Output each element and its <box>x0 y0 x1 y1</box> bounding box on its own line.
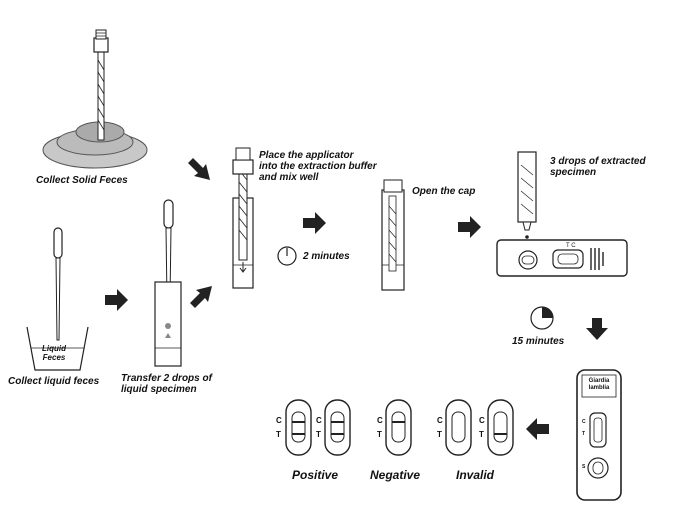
vertical-cassette-illustration <box>576 369 622 501</box>
liquid-feces-label: Liquid Feces <box>42 344 66 362</box>
transfer-illustration <box>154 199 182 367</box>
result-c-mark: C <box>479 416 485 425</box>
result-invalid-a <box>445 399 472 456</box>
result-t-mark: T <box>377 430 382 439</box>
liquid-feces-illustration <box>26 227 89 371</box>
result-t-mark: T <box>479 430 484 439</box>
result-c-mark: C <box>437 416 443 425</box>
result-positive-a <box>285 399 312 456</box>
result-invalid-label: Invalid <box>456 468 495 482</box>
result-c-mark: C <box>276 416 282 425</box>
solid-feces-illustration <box>42 29 148 169</box>
svg-text:T C: T C <box>566 243 576 249</box>
result-t-mark: T <box>276 430 281 439</box>
timer-15-icon <box>530 306 554 330</box>
result-c-mark: C <box>377 416 383 425</box>
cassette-t-mark: T <box>582 431 586 437</box>
result-negative <box>385 399 412 456</box>
result-c-mark: C <box>316 416 322 425</box>
fifteen-minutes-label: 15 minutes <box>512 336 565 347</box>
cassette-s-mark: S <box>582 464 586 470</box>
result-positive-b <box>324 399 351 456</box>
result-positive-label: Positive <box>292 468 339 482</box>
arrow-right-icon <box>458 216 481 238</box>
arrow-diagonal-up-icon <box>190 286 212 308</box>
place-applicator-label: Place the applicator into the extraction… <box>259 150 377 183</box>
arrow-down-icon <box>586 318 608 340</box>
result-t-mark: T <box>316 430 321 439</box>
result-invalid-b <box>487 399 514 456</box>
two-minutes-label: 2 minutes <box>303 251 350 262</box>
transfer-label: Transfer 2 drops of liquid specimen <box>121 373 212 395</box>
cassette-brand-label: Giardia lamblia <box>588 378 610 391</box>
result-t-mark: T <box>437 430 442 439</box>
arrow-left-icon <box>526 418 549 440</box>
arrow-right-icon <box>105 289 128 311</box>
open-cap-tube-illustration <box>381 179 405 291</box>
open-cap-label: Open the cap <box>412 186 476 197</box>
result-negative-label: Negative <box>370 468 421 482</box>
drop-cassette-illustration: T C <box>496 151 628 277</box>
cassette-c-mark: C <box>582 419 586 425</box>
collect-solid-label: Collect Solid Feces <box>36 175 128 186</box>
timer-icon <box>277 246 297 266</box>
extraction-tube-illustration <box>232 147 254 289</box>
collect-liquid-label: Collect liquid feces <box>8 376 100 387</box>
arrow-right-icon <box>303 212 326 234</box>
three-drops-label: 3 drops of extracted specimen <box>550 156 646 178</box>
arrow-diagonal-icon <box>188 158 210 180</box>
